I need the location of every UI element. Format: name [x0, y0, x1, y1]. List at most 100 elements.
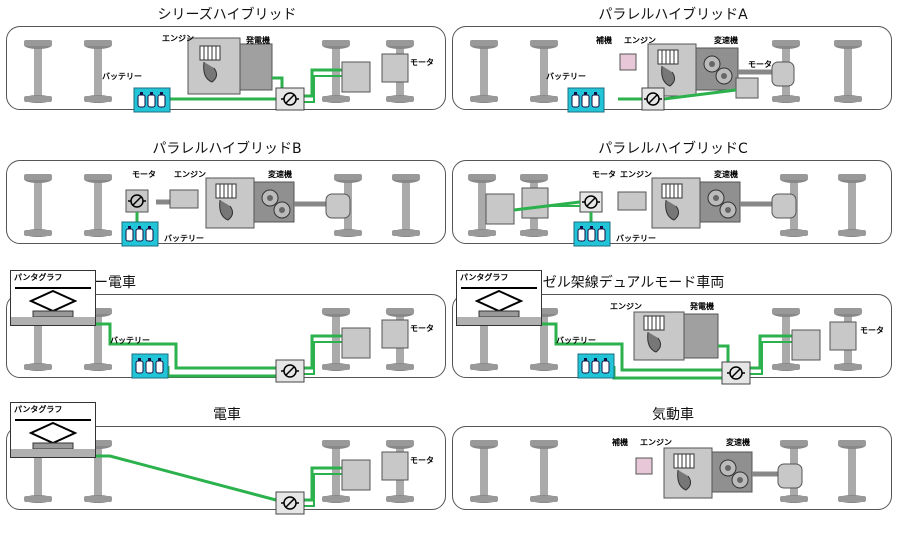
- wheelset-icon: [24, 40, 52, 103]
- aux-block: [619, 53, 637, 71]
- wheelset-icon: [530, 440, 558, 503]
- transmission-label: 変速機: [726, 438, 750, 447]
- pantograph-label: パンタグラフ: [14, 273, 63, 282]
- wheelset-icon: [84, 174, 112, 237]
- powertrain-diagram: [468, 174, 866, 247]
- panel-parallel-hybrid-b: パラレルハイブリッドB モータ エンジン 変速機 バッテリー: [6, 138, 448, 268]
- engine-label: エンジン: [640, 438, 672, 447]
- axle-gearbox-block: [777, 463, 803, 489]
- motor-label: モータ: [410, 58, 434, 67]
- power-wire: [663, 88, 737, 101]
- motor-label: モータ: [410, 324, 434, 333]
- engine-label: エンジン: [620, 170, 652, 179]
- power-wire: [750, 334, 796, 370]
- power-wire: [80, 322, 276, 370]
- powertrain-diagram: [24, 440, 414, 515]
- battery-label: バッテリー: [102, 72, 142, 81]
- engine-label: エンジン: [162, 34, 194, 43]
- motor-block: [617, 191, 647, 211]
- battery-label: バッテリー: [164, 234, 204, 243]
- panel-battery-emu: バッテリー電車 パンタグラフ バッテリー モータ: [6, 270, 448, 402]
- pantograph-label: パンタグラフ: [14, 405, 63, 414]
- pantograph: パンタグラフ: [10, 402, 96, 458]
- generator-block: [239, 43, 273, 91]
- transmission-label: 変速機: [714, 170, 738, 179]
- battery-cells-icon: [125, 225, 154, 242]
- engine-label: エンジン: [624, 36, 656, 45]
- wheelset-icon: [470, 440, 498, 503]
- power-wire: [304, 473, 346, 507]
- axle-gearbox-block: [771, 61, 795, 87]
- battery-cells-icon: [581, 357, 610, 374]
- traction-motor-block: [341, 459, 371, 491]
- battery-cells-icon: [577, 225, 606, 242]
- aux-block: [635, 457, 653, 475]
- battery-label: バッテリー: [616, 234, 656, 243]
- transmission-label: 変速機: [268, 170, 292, 179]
- panel-title: 電車: [213, 407, 241, 423]
- power-wire: [750, 341, 796, 375]
- wheelset-icon: [838, 440, 866, 503]
- power-wire: [304, 341, 346, 375]
- powertrain-diagram: [24, 308, 414, 383]
- power-wire: [612, 366, 722, 380]
- battery-cells-icon: [137, 91, 166, 108]
- wheelset-icon: [470, 40, 498, 103]
- power-wire: [304, 75, 346, 103]
- wheelset-icon: [834, 40, 862, 103]
- wheelset-icon: [838, 174, 866, 237]
- motor-label: モータ: [860, 326, 884, 335]
- traction-motor-block: [341, 327, 371, 359]
- traction-motor-block: [341, 61, 371, 93]
- panel-title: ディーゼル架線デュアルモード車両: [501, 275, 725, 291]
- traction-motor-block: [521, 187, 549, 219]
- panel-series-hybrid: シリーズハイブリッド エンジン 発電機 バッテリー モータ: [6, 4, 448, 134]
- power-wire: [718, 344, 730, 364]
- powertrain-diagram: [470, 40, 862, 113]
- power-wire: [304, 466, 346, 502]
- motor-label: モータ: [748, 60, 772, 69]
- power-wire: [513, 200, 581, 212]
- wheelset-icon: [24, 174, 52, 237]
- transmission-label: 変速機: [714, 36, 738, 45]
- panel-title: パラレルハイブリッドA: [598, 7, 748, 23]
- generator-label: 発電機: [246, 36, 270, 45]
- motor-block: [735, 77, 759, 99]
- battery-label: バッテリー: [110, 336, 150, 345]
- aux-label: 補機: [596, 36, 612, 45]
- traction-motor-block: [791, 329, 821, 361]
- powertrain-diagram: [24, 37, 414, 113]
- engine-label: エンジン: [610, 302, 642, 311]
- motor-label: モータ: [410, 456, 434, 465]
- panel-emu: 電車 パンタグラフ モータ: [6, 402, 448, 534]
- axle-gearbox-block: [325, 193, 351, 219]
- powertrain-diagram: [470, 440, 866, 503]
- power-wire: [526, 322, 722, 372]
- panel-title: 気動車: [652, 407, 694, 423]
- battery-cells-icon: [571, 91, 600, 108]
- aux-label: 補機: [612, 438, 628, 447]
- traction-motor-block: [381, 319, 409, 349]
- traction-motor-block: [829, 321, 857, 351]
- motor-label: モータ: [592, 170, 616, 179]
- panel-parallel-hybrid-c: パラレルハイブリッドC モータ エンジン 変速機 バッテリー: [452, 138, 894, 268]
- motor-label: モータ: [132, 170, 156, 179]
- pantograph: パンタグラフ: [10, 270, 96, 326]
- pantograph-icon: [11, 419, 95, 457]
- panel-dmu: 気動車 補機 エンジン 変速機: [452, 404, 894, 534]
- battery-label: バッテリー: [556, 336, 596, 345]
- pantograph-icon: [457, 287, 541, 325]
- battery-label: バッテリー: [546, 72, 586, 81]
- traction-motor-block: [485, 193, 515, 225]
- panel-parallel-hybrid-a: パラレルハイブリッドA 補機 エンジン 変速機 バッテリー モータ: [452, 4, 894, 134]
- wheelset-icon: [392, 174, 420, 237]
- generator-label: 発電機: [690, 302, 714, 311]
- power-wire: [304, 334, 346, 370]
- axle-gearbox-block: [771, 193, 797, 219]
- power-wire: [80, 454, 277, 502]
- pantograph: パンタグラフ: [456, 270, 542, 326]
- traction-motor-block: [381, 53, 409, 83]
- motor-block: [169, 189, 199, 209]
- powertrain-diagram: [24, 174, 420, 247]
- generator-block: [683, 313, 719, 359]
